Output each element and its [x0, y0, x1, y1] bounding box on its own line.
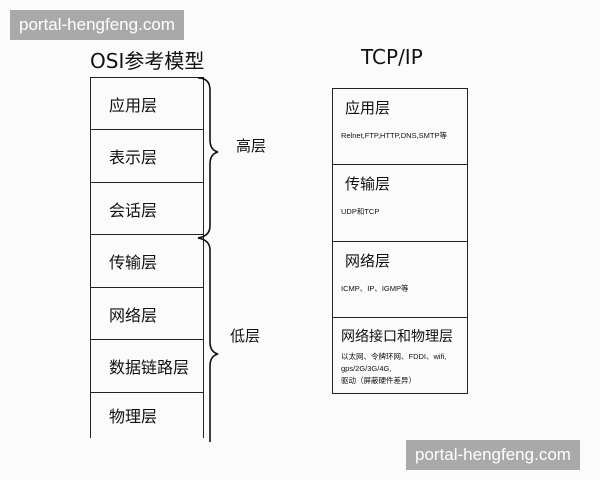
- tcpip-layer-application: 应用层 Relnet,FTP,HTTP,DNS,SMTP等: [332, 87, 468, 166]
- tcpip-layer-transport: 传输层 UDP和TCP: [332, 164, 468, 242]
- osi-layer-physical: 物理层: [90, 391, 204, 438]
- tcpip-layer-link-physical: 网络接口和物理层 以太网、令牌环网、FDDI、wifi, gps/2G/3G/4…: [332, 317, 468, 394]
- protocol-line: 驱动（屏蔽硬件差异）: [341, 376, 416, 385]
- tcpip-layer-name: 传输层: [345, 175, 391, 193]
- tcpip-layer-protocols: ICMP、IP、IGMP等: [341, 283, 409, 293]
- tcpip-layer-stack: 应用层 Relnet,FTP,HTTP,DNS,SMTP等 传输层 UDP和TC…: [332, 87, 468, 394]
- tcpip-layer-network: 网络层 ICMP、IP、IGMP等: [332, 240, 468, 319]
- osi-model-title: OSI参考模型: [90, 49, 205, 73]
- upper-layers-label: 高层: [236, 137, 267, 155]
- protocol-line: gps/2G/3G/4G,: [341, 364, 392, 373]
- osi-layer-network: 网络层: [90, 286, 204, 341]
- tcpip-layer-protocols: Relnet,FTP,HTTP,DNS,SMTP等: [341, 130, 447, 140]
- tcpip-layer-name: 网络层: [345, 251, 391, 270]
- upper-group-brace: [197, 77, 219, 239]
- osi-layer-application: 应用层: [90, 76, 204, 131]
- lower-group-brace: [197, 237, 219, 442]
- osi-layer-data-link: 数据链路层: [90, 339, 204, 393]
- watermark-top: portal-hengfeng.com: [10, 10, 184, 40]
- protocol-line: 以太网、令牌环网、FDDI、wifi,: [341, 352, 447, 361]
- watermark-bottom: portal-hengfeng.com: [406, 440, 580, 470]
- tcpip-layer-protocols: 以太网、令牌环网、FDDI、wifi, gps/2G/3G/4G, 驱动（屏蔽硬…: [341, 351, 467, 387]
- tcpip-layer-protocols: UDP和TCP: [341, 207, 380, 216]
- osi-layer-session: 会话层: [90, 181, 204, 236]
- osi-layer-transport: 传输层: [90, 234, 204, 288]
- osi-layer-stack: 应用层 表示层 会话层 传输层 网络层 数据链路层 物理层: [90, 76, 204, 438]
- layer-group-brace: [197, 77, 219, 442]
- lower-layers-label: 低层: [230, 327, 261, 345]
- tcpip-layer-name: 应用层: [345, 98, 391, 117]
- osi-layer-presentation: 表示层: [90, 129, 204, 183]
- tcpip-model-title: TCP/IP: [361, 45, 423, 69]
- tcpip-layer-name: 网络接口和物理层: [341, 329, 453, 345]
